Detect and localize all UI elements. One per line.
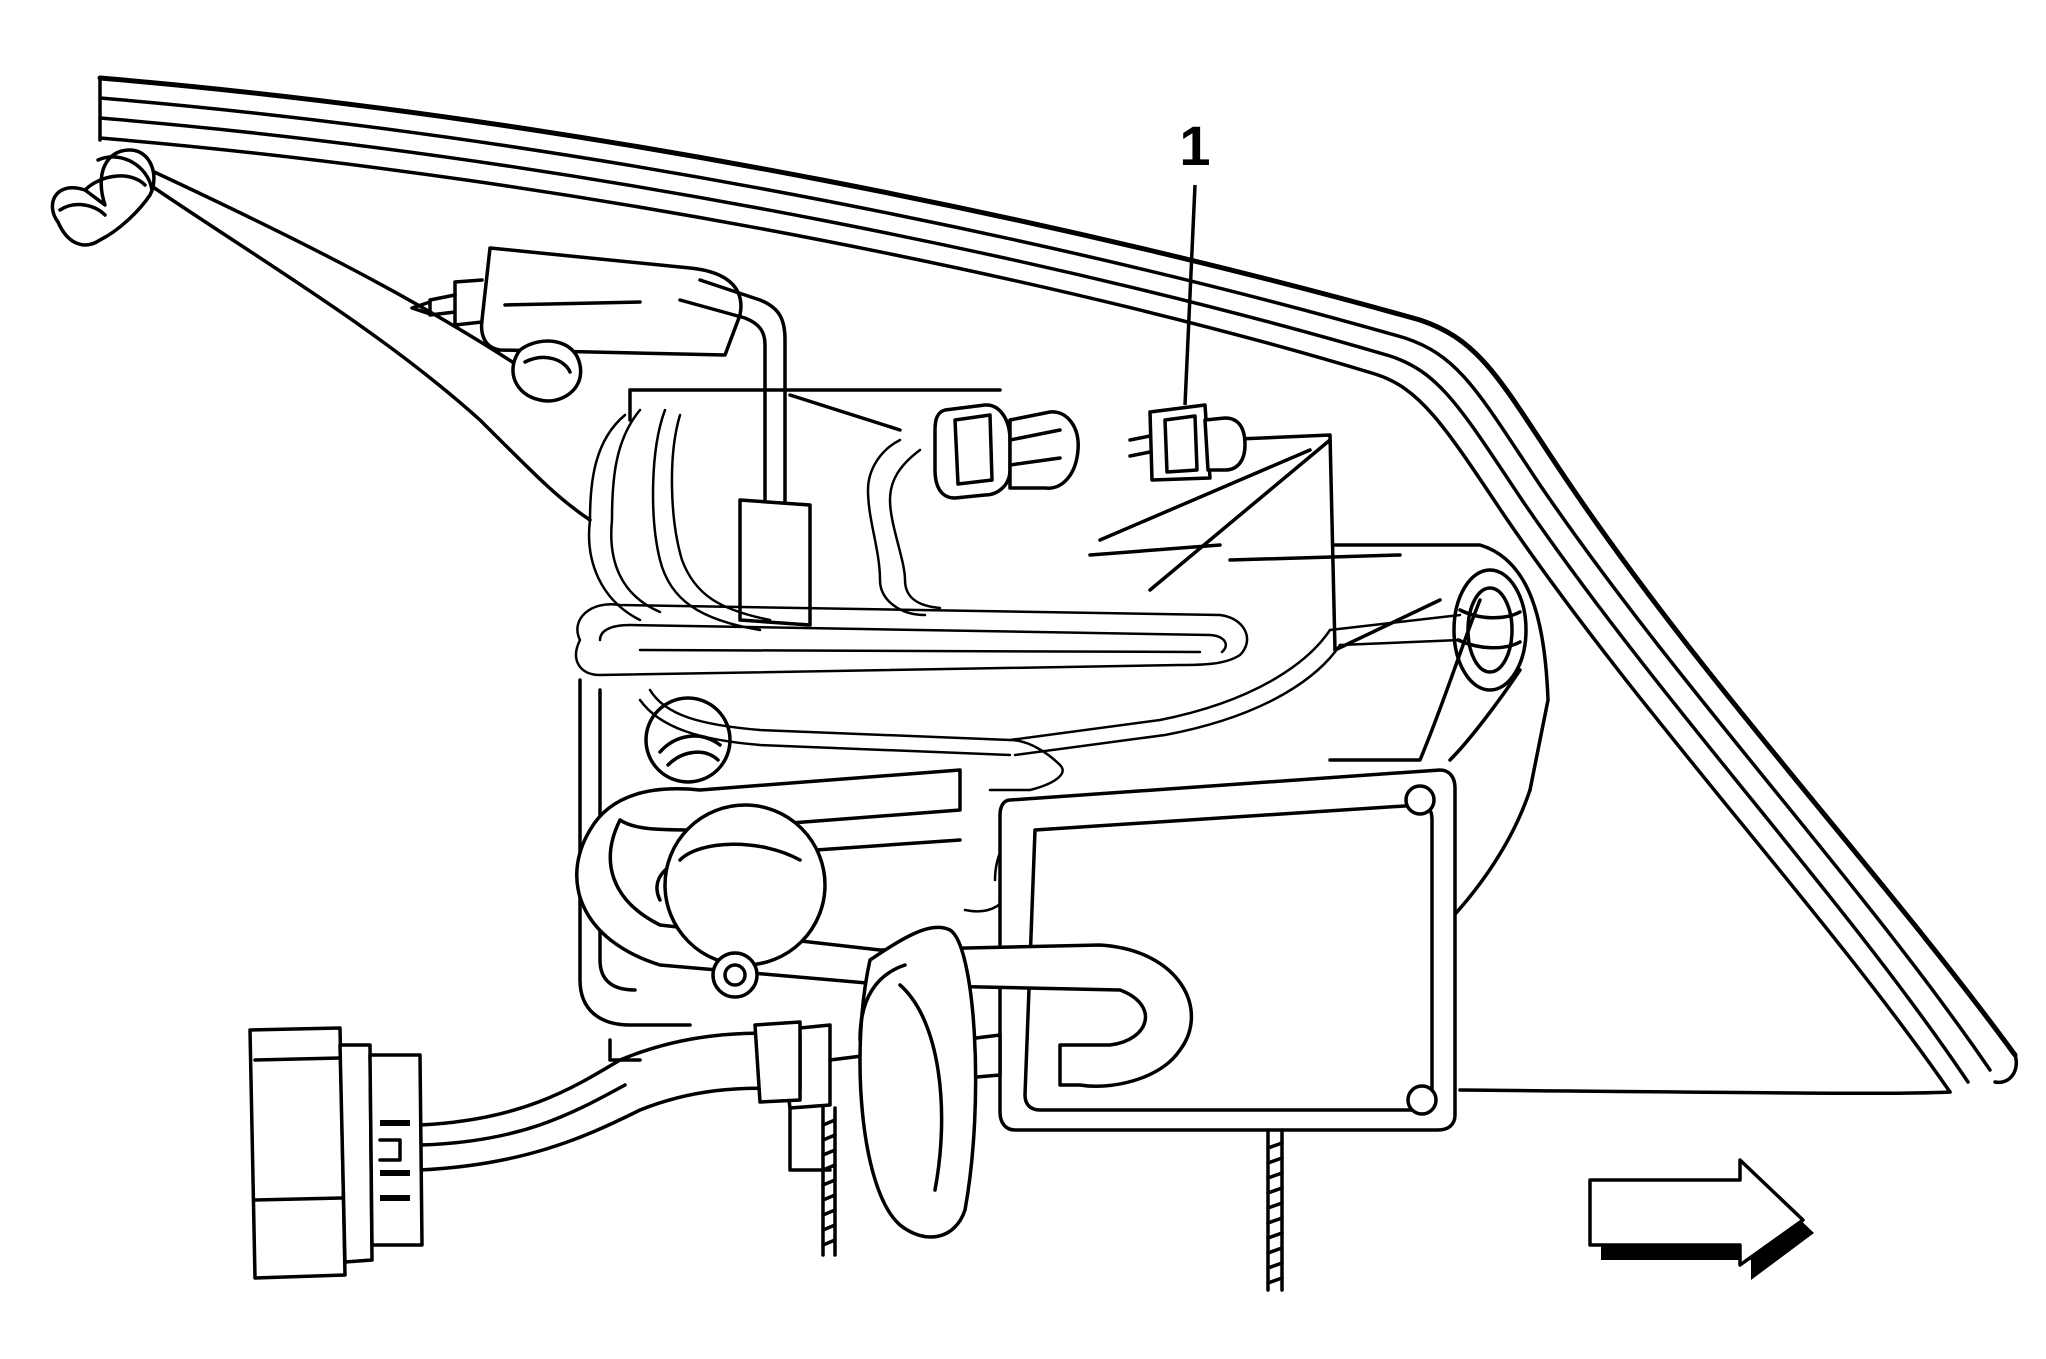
- wiring-harness: [574, 408, 1462, 913]
- callout-1-leader-line: [1183, 184, 1197, 406]
- bulb-socket-left: [644, 696, 732, 784]
- harness-grommet: [1452, 568, 1528, 692]
- harness-connector-plug: [248, 1026, 424, 1280]
- bulb-socket-connector: [933, 403, 1080, 500]
- callout-1-label: 1: [1179, 114, 1210, 177]
- bulb-socket-lower: [663, 803, 827, 999]
- bracket-tab: [608, 1038, 832, 1172]
- upper-vent-body: [410, 246, 743, 403]
- elbow-vent-fitting: [50, 148, 156, 247]
- mounting-stud-right: [1266, 1128, 1284, 1292]
- callout-1: 1: [1179, 114, 1211, 406]
- lamp-control-module: [998, 768, 1457, 1132]
- bulb-socket-bracket: [628, 388, 1550, 792]
- vertical-tube: [678, 278, 812, 627]
- harness-sleeve: [418, 1020, 802, 1172]
- callout-1-bulb-socket: [1128, 403, 1247, 482]
- lamp-housing-outline: [97, 75, 2018, 1096]
- right-arrow-icon: [1588, 1158, 1814, 1280]
- mounting-stud-left: [821, 1106, 837, 1257]
- lamp-base-body: [578, 598, 1532, 1027]
- harness-cone-grommet: [858, 925, 978, 1239]
